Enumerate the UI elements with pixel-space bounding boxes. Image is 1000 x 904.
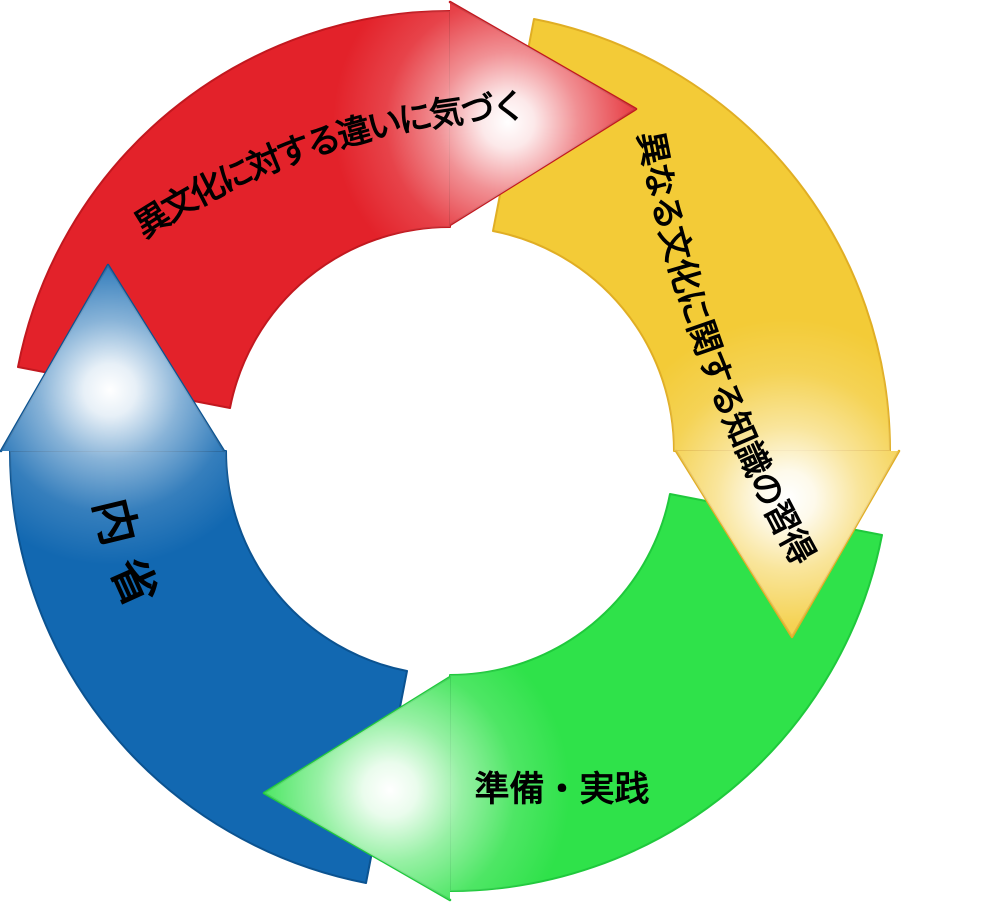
label-bottom: 準備・実践 — [474, 770, 649, 809]
